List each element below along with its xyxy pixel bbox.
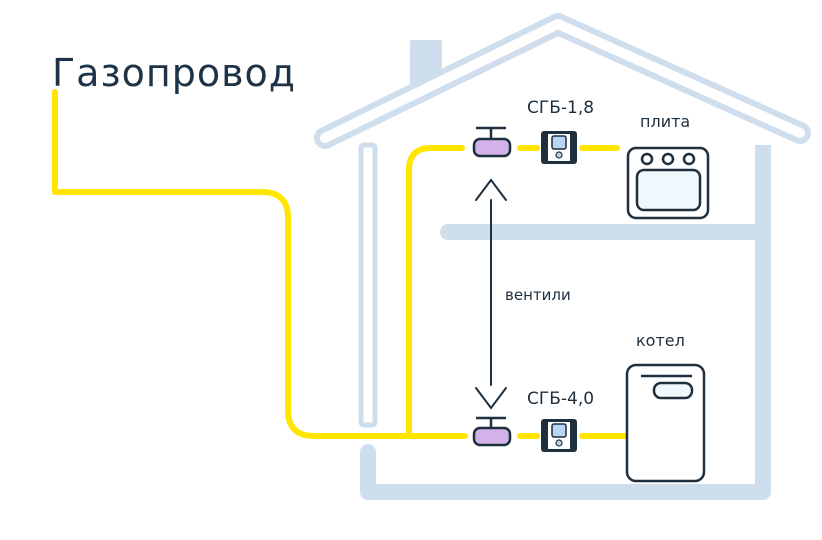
valve-bottom-icon: [472, 416, 512, 447]
stove-icon: [626, 146, 710, 220]
pipe-main: [52, 89, 468, 439]
house: [314, 13, 811, 500]
valves-label: вентили: [505, 286, 571, 304]
meter-top-label: СГБ-1,8: [527, 98, 594, 118]
roof: [314, 13, 811, 149]
gas-meter-top-icon: [541, 131, 577, 164]
diagram-title: Газопровод: [52, 51, 296, 95]
stove-label: плита: [640, 112, 690, 131]
valves-arrow: [475, 178, 507, 410]
valve-top-icon: [472, 126, 512, 158]
left-wall: [358, 142, 378, 428]
boiler-label: котел: [636, 331, 685, 350]
boiler-icon: [625, 363, 706, 483]
pipe-riser: [406, 145, 465, 439]
gas-meter-bottom-icon: [541, 419, 577, 452]
foundation: [360, 444, 771, 500]
meter-bottom-label: СГБ-4,0: [527, 389, 594, 409]
gas-pipe: [52, 89, 628, 439]
